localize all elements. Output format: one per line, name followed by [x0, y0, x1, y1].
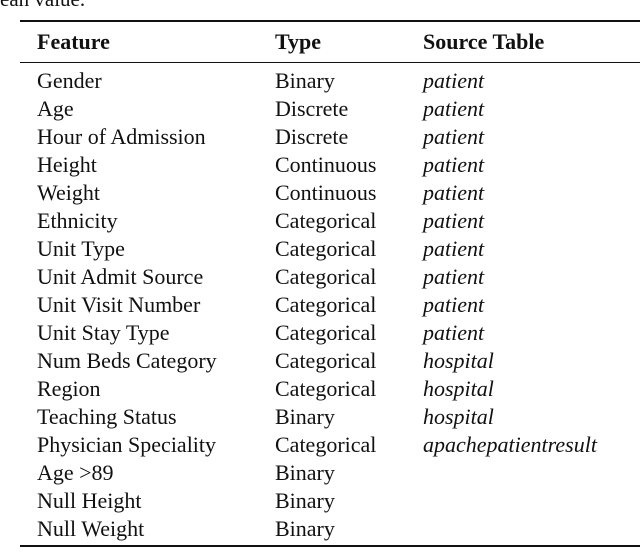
- cell-type: Categorical: [275, 292, 377, 317]
- cell-feature: Height: [37, 152, 97, 177]
- cell-source-table: patient: [423, 124, 485, 149]
- cell-feature: Gender: [37, 68, 102, 93]
- header-rule: [20, 62, 640, 63]
- cell-source-table: apachepatientresult: [423, 432, 597, 457]
- header-source-table: Source Table: [423, 29, 545, 54]
- table-row: Ethnicity Categorical patient: [20, 207, 640, 235]
- cell-source-table: patient: [423, 236, 485, 261]
- cell-type: Categorical: [275, 376, 377, 401]
- table-row: Unit Visit Number Categorical patient: [20, 291, 640, 319]
- cell-feature: Unit Type: [37, 236, 125, 261]
- table-row: Unit Type Categorical patient: [20, 235, 640, 263]
- cell-source-table: patient: [423, 264, 485, 289]
- cell-type: Categorical: [275, 208, 377, 233]
- cell-type: Binary: [275, 460, 335, 485]
- table-row: Hour of Admission Discrete patient: [20, 123, 640, 151]
- table-row: Gender Binary patient: [20, 67, 640, 95]
- table-row: Null Height Binary: [20, 487, 640, 515]
- cell-type: Categorical: [275, 348, 377, 373]
- cell-feature: Null Height: [37, 488, 142, 513]
- cell-source-table: hospital: [423, 404, 494, 429]
- header-feature: Feature: [37, 29, 110, 54]
- cell-source-table: patient: [423, 96, 485, 121]
- header-type: Type: [275, 29, 322, 54]
- cell-source-table: patient: [423, 292, 485, 317]
- cell-type: Continuous: [275, 152, 377, 177]
- cell-feature: Physician Speciality: [37, 432, 217, 457]
- table-header-row: Feature Type Source Table: [20, 22, 640, 62]
- cell-type: Binary: [275, 516, 335, 541]
- cell-type: Categorical: [275, 320, 377, 345]
- cell-feature: Null Weight: [37, 516, 145, 541]
- table-row: Physician Speciality Categorical apachepat…: [20, 431, 640, 459]
- cell-type: Categorical: [275, 236, 377, 261]
- cell-source-table: patient: [423, 320, 485, 345]
- cell-feature: Ethnicity: [37, 208, 118, 233]
- bottom-rule: [20, 545, 640, 547]
- cell-feature: Unit Visit Number: [37, 292, 201, 317]
- cell-type: Categorical: [275, 432, 377, 457]
- cell-feature: Hour of Admission: [37, 124, 206, 149]
- table-row: Height Continuous patient: [20, 151, 640, 179]
- table-row: Null Weight Binary: [20, 515, 640, 543]
- cell-source-table: patient: [423, 152, 485, 177]
- cell-type: Discrete: [275, 96, 349, 121]
- top-rule: [20, 20, 640, 22]
- cell-feature: Region: [37, 376, 101, 401]
- cell-type: Continuous: [275, 180, 377, 205]
- cell-feature: Num Beds Category: [37, 348, 217, 373]
- table-row: Age Discrete patient: [20, 95, 640, 123]
- cell-feature: Age: [37, 96, 74, 121]
- cell-source-table: patient: [423, 208, 485, 233]
- cell-source-table: patient: [423, 68, 485, 93]
- table-row: Unit Stay Type Categorical patient: [20, 319, 640, 347]
- cell-type: Discrete: [275, 124, 349, 149]
- table-row: Num Beds Category Categorical hospital: [20, 347, 640, 375]
- table-row: Age >89 Binary: [20, 459, 640, 487]
- table-row: Unit Admit Source Categorical patient: [20, 263, 640, 291]
- table-row: Weight Continuous patient: [20, 179, 640, 207]
- cell-type: Binary: [275, 488, 335, 513]
- cell-source-table: patient: [423, 180, 485, 205]
- cell-feature: Weight: [37, 180, 100, 205]
- cell-feature: Unit Admit Source: [37, 264, 204, 289]
- cell-source-table: hospital: [423, 348, 494, 373]
- cell-type: Categorical: [275, 264, 377, 289]
- cell-feature: Age >89: [37, 460, 114, 485]
- cell-type: Binary: [275, 404, 335, 429]
- cell-type: Binary: [275, 68, 335, 93]
- cell-source-table: hospital: [423, 376, 494, 401]
- cell-feature: Unit Stay Type: [37, 320, 170, 345]
- table-row: Teaching Status Binary hospital: [20, 403, 640, 431]
- table-row: Region Categorical hospital: [20, 375, 640, 403]
- caption-fragment: ean value.: [0, 0, 85, 10]
- cell-feature: Teaching Status: [37, 404, 177, 429]
